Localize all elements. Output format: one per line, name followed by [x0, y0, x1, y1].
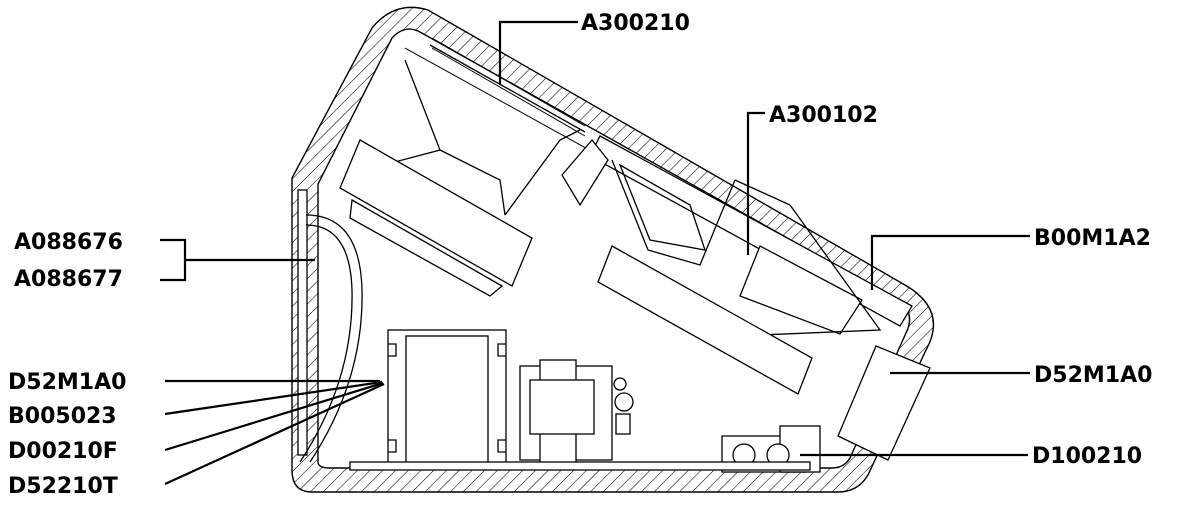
lid-rail-lower	[431, 47, 586, 137]
label-d52m1a0-left: D52M1A0	[8, 370, 126, 395]
upper-bracket-outline	[371, 44, 586, 216]
transformer-lugs	[388, 343, 506, 453]
transformer-core	[405, 335, 489, 465]
left-wall-strip	[297, 189, 308, 456]
label-d52m1a0-right: D52M1A0	[1034, 363, 1152, 388]
label-d52210t: D52210T	[8, 474, 118, 499]
part-labels: A300210 A300102 A088676 A088677 B00M1A2 …	[8, 11, 1152, 499]
flex-cable	[305, 214, 363, 463]
label-a300210: A300210	[581, 11, 690, 36]
lid-rail-upper	[431, 37, 586, 127]
relay-terminal-top	[613, 377, 627, 391]
leader-b005023	[164, 380, 383, 416]
leader-b00m1a2	[870, 234, 1030, 290]
leader-a300210	[498, 20, 578, 85]
upper-pcb-lower-edge	[349, 198, 504, 297]
transformer	[387, 329, 507, 469]
leader-a300102	[746, 111, 765, 255]
relay-terminal-mid	[614, 392, 634, 412]
middle-bracket	[561, 135, 913, 395]
label-d100210: D100210	[1032, 444, 1142, 469]
middle-bracket-frame	[611, 159, 736, 266]
flex-cable-inner	[299, 224, 353, 463]
middle-pcb	[597, 245, 813, 395]
leader-a088676-bracket	[160, 238, 315, 282]
base-plate	[349, 461, 811, 471]
middle-pcb-window	[739, 245, 863, 335]
upper-pcb	[339, 139, 533, 287]
upper-bracket	[339, 44, 586, 297]
leader-d00210f	[164, 381, 384, 452]
label-b005023: B005023	[8, 404, 117, 429]
right-module	[837, 345, 931, 461]
relay	[519, 359, 634, 469]
label-a088677: A088677	[14, 267, 123, 292]
label-a088676: A088676	[14, 230, 123, 255]
leader-lines	[160, 20, 1030, 486]
label-d00210f: D00210F	[8, 439, 118, 464]
middle-bracket-arm	[734, 179, 882, 336]
leader-d52210t	[164, 382, 385, 486]
label-b00m1a2: B00M1A2	[1034, 226, 1151, 251]
relay-coil	[529, 379, 595, 435]
label-a300102: A300102	[769, 103, 878, 128]
relay-terminal-base	[615, 413, 631, 435]
connector-block	[561, 138, 609, 207]
